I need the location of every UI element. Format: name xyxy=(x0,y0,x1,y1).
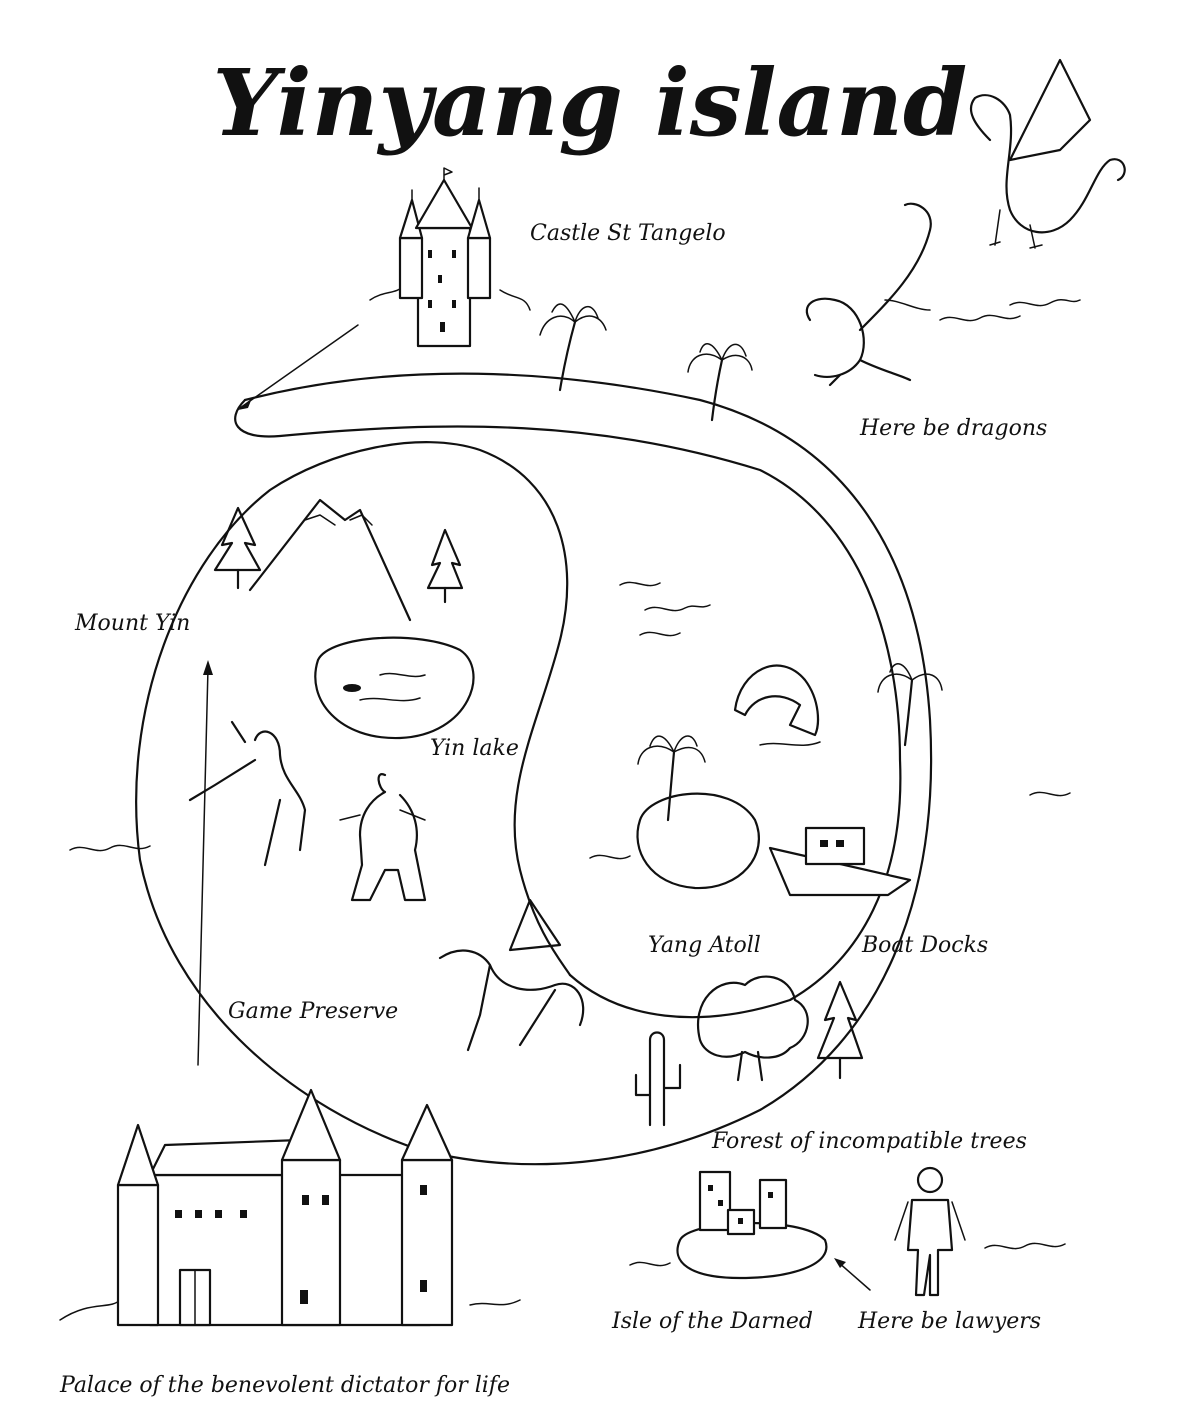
label-forest: Forest of incompatible trees xyxy=(711,1129,1027,1154)
palm-tree-icon xyxy=(637,735,706,822)
pine-tree-icon xyxy=(213,506,262,590)
label-game-preserve: Game Preserve xyxy=(228,999,398,1024)
label-here-be-dragons: Here be dragons xyxy=(859,416,1047,441)
island-outline xyxy=(135,372,933,1166)
palm-tree-icon xyxy=(877,663,943,747)
lawyer-icon xyxy=(894,1166,966,1297)
label-castle-st-tangelo: Castle St Tangelo xyxy=(530,221,726,246)
oak-tree-icon xyxy=(697,975,809,1082)
bigfoot-icon xyxy=(339,773,427,902)
dolphin-icon xyxy=(733,664,821,746)
label-palace: Palace of the benevolent dictator for li… xyxy=(59,1373,510,1398)
palm-tree-icon xyxy=(687,343,753,422)
dragon-icon xyxy=(969,58,1126,249)
label-boat-docks: Boat Docks xyxy=(861,933,988,958)
lake-icon xyxy=(314,636,475,740)
boat-icon xyxy=(768,826,912,897)
palace-icon xyxy=(59,1088,521,1327)
dragon-icon xyxy=(805,202,932,387)
palm-tree-icon xyxy=(539,303,607,392)
label-yin-lake: Yin lake xyxy=(430,736,519,761)
castle-icon xyxy=(369,167,531,348)
label-isle-of-the-darned: Isle of the Darned xyxy=(611,1309,813,1334)
map-title: Yinyang island xyxy=(213,49,968,157)
city-icon xyxy=(676,1170,828,1280)
pine-tree-icon xyxy=(816,980,864,1080)
atoll-island xyxy=(636,792,760,890)
arrow-icon xyxy=(238,324,359,410)
mountain-icon xyxy=(248,498,412,622)
wave-icon xyxy=(69,299,1081,1267)
arrow-icon xyxy=(834,1258,871,1291)
label-here-be-lawyers: Here be lawyers xyxy=(857,1309,1041,1334)
unicorn-icon xyxy=(188,720,307,867)
cactus-icon xyxy=(634,1031,682,1127)
pine-tree-icon xyxy=(426,528,464,604)
label-mount-yin: Mount Yin xyxy=(74,611,190,636)
arrow-icon xyxy=(197,660,213,1066)
label-yang-atoll: Yang Atoll xyxy=(648,933,761,958)
pegasus-icon xyxy=(438,898,585,1052)
